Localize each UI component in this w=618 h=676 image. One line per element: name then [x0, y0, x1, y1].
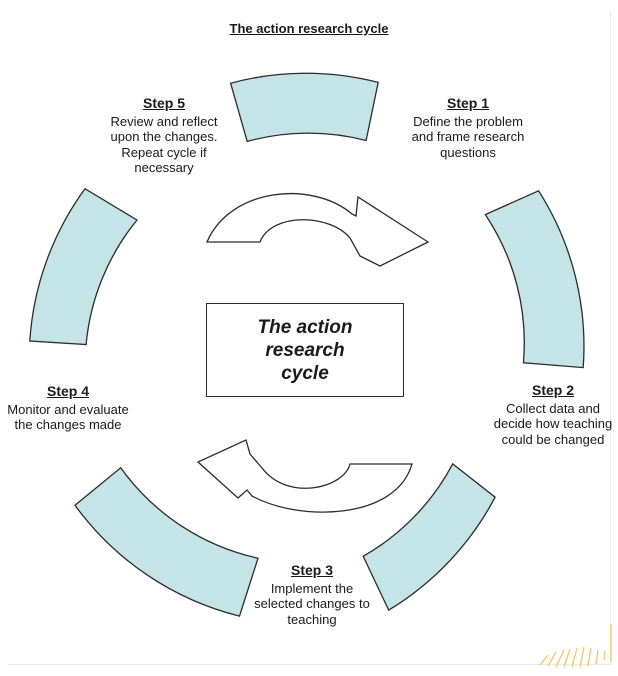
diagram-frame [8, 12, 611, 665]
step-1-label: Step 1 Define the problem and frame rese… [404, 95, 532, 160]
step-description: Collect data and decide how teaching cou… [493, 400, 613, 447]
diagram-title: The action research cycle [229, 21, 389, 36]
ring-segments [29, 72, 585, 617]
ring-segment-right [484, 189, 585, 369]
step-description: Monitor and evaluate the changes made [7, 401, 129, 433]
step-4-label: Step 4 Monitor and evaluate the changes … [7, 383, 129, 433]
step-heading: Step 4 [46, 383, 89, 399]
step-5-label: Step 5 Review and reflect upon the chang… [100, 95, 228, 176]
ring-segment-left [29, 187, 138, 346]
center-label: The action research cycle [257, 316, 353, 384]
lower-cycle-arrow [196, 439, 413, 513]
center-label-box: The action research cycle [206, 303, 404, 397]
step-2-label: Step 2 Collect data and decide how teach… [491, 382, 615, 447]
ring-segment-lower-right [362, 462, 496, 612]
upper-cycle-arrow [206, 193, 430, 267]
step-3-label: Step 3 Implement the selected changes to… [249, 562, 375, 627]
step-description: Implement the selected changes to teachi… [254, 580, 370, 627]
step-heading: Step 5 [142, 95, 185, 111]
step-heading: Step 3 [290, 562, 333, 578]
ring-segment-lower-left [74, 466, 259, 617]
step-description: Review and reflect upon the changes. Rep… [110, 113, 218, 176]
step-description: Define the problem and frame research qu… [411, 113, 525, 160]
step-heading: Step 2 [531, 382, 574, 398]
step-heading: Step 1 [446, 95, 489, 111]
ring-segment-top [229, 72, 379, 143]
corner-hatch-decoration [539, 624, 612, 668]
